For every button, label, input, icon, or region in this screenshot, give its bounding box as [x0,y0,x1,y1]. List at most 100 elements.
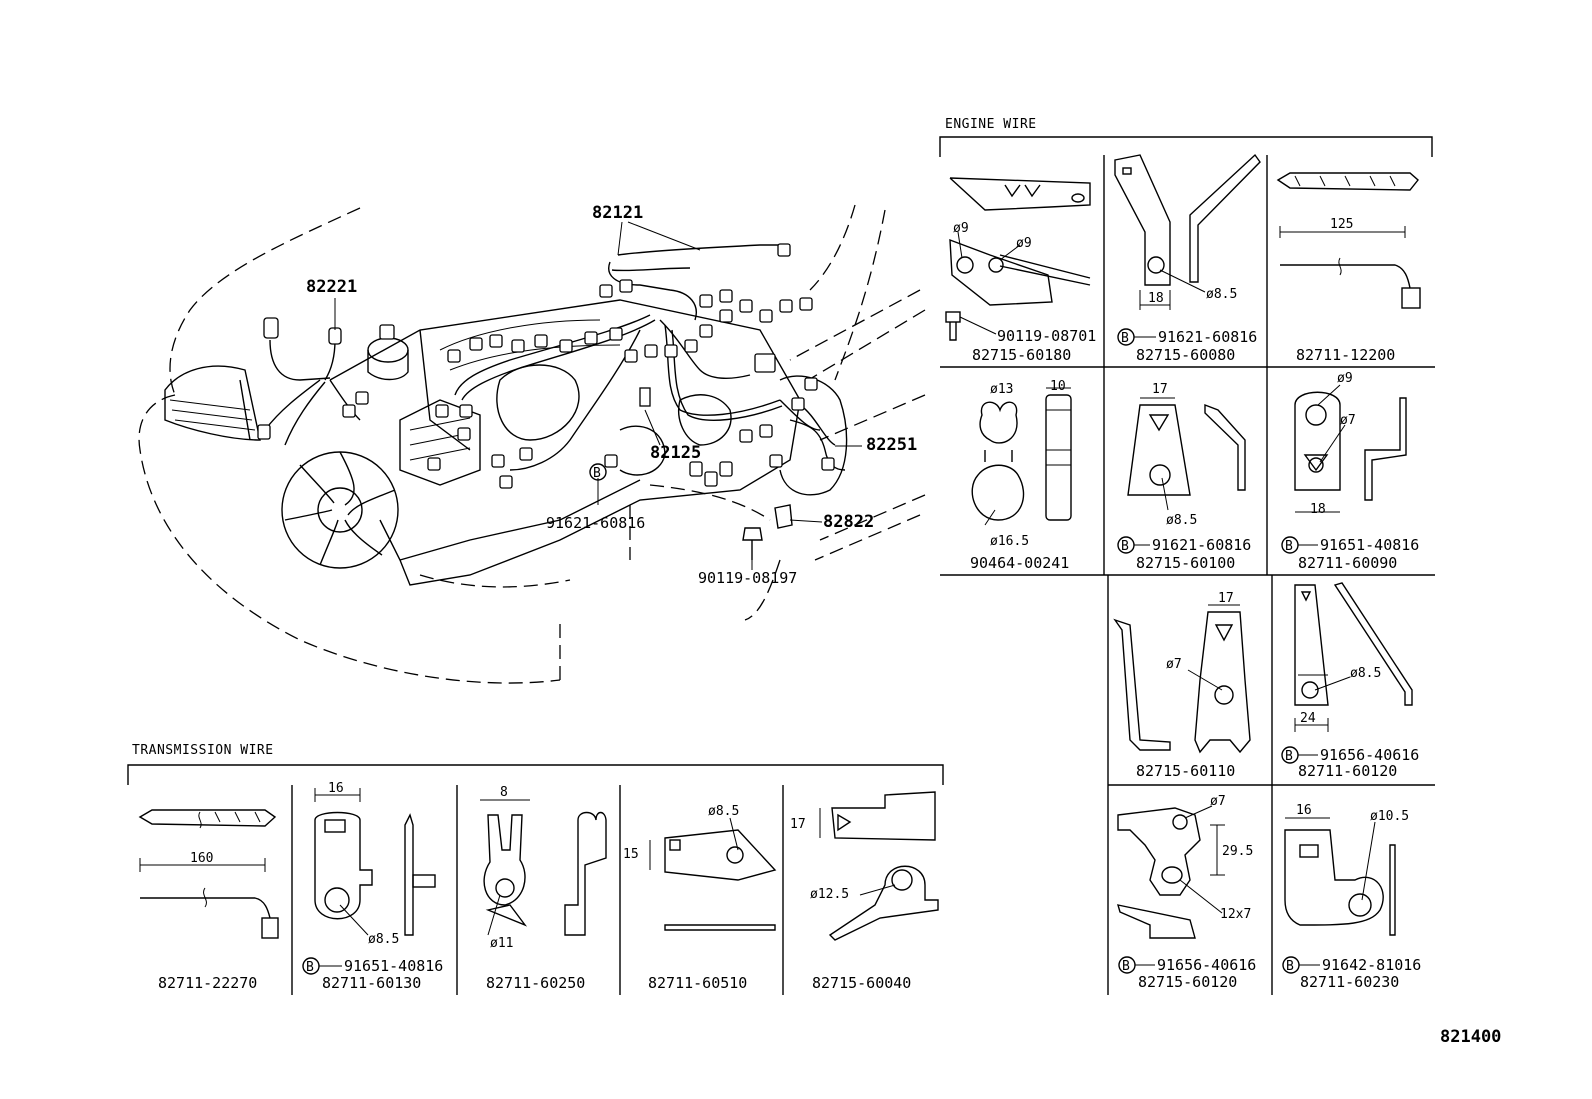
fan-icon [281,451,399,569]
svg-text:ø8.5: ø8.5 [1350,666,1381,681]
svg-text:160: 160 [190,851,213,866]
bolt-symbol-icon: B [589,463,607,481]
svg-text:82711-22270: 82711-22270 [158,974,257,992]
callout-91621-60816: 91621-60816 [546,514,645,532]
svg-text:125: 125 [1330,217,1353,232]
svg-text:17: 17 [1218,591,1234,606]
svg-text:91621-60816: 91621-60816 [1158,328,1257,346]
bolt-symbol-icon: B [1118,956,1155,974]
svg-text:91621-60816: 91621-60816 [1152,536,1251,554]
svg-text:24: 24 [1300,711,1316,726]
svg-text:ø11: ø11 [490,936,513,951]
svg-text:ø9: ø9 [1337,371,1353,386]
trans-cell-t1: 160 82711-22270 [138,809,279,992]
transmission-wire-title: TRANSMISSION WIRE [132,743,274,758]
trans-cell-t4: 15 ø8.5 82711-60510 [623,804,777,992]
engine-cell-r1c1: ø9 ø9 90119-08701 82715-60180 [945,177,1096,364]
engine-wire-panel: ENGINE WIRE [939,117,1435,995]
svg-text:18: 18 [1148,291,1164,306]
svg-text:82715-60180: 82715-60180 [972,346,1071,364]
svg-text:B: B [593,466,601,481]
svg-text:ø7: ø7 [1210,794,1226,809]
svg-text:ø12.5: ø12.5 [810,887,849,902]
bolt-symbol-icon: B [1117,328,1156,346]
svg-text:82711-60130: 82711-60130 [322,974,421,992]
svg-text:12x7: 12x7 [1220,907,1251,922]
svg-text:ø13: ø13 [990,382,1013,397]
svg-text:B: B [306,960,314,975]
svg-text:ø8.5: ø8.5 [1206,287,1237,302]
callout-90119-08197: 90119-08197 [698,569,797,587]
svg-text:91651-40816: 91651-40816 [344,957,443,975]
svg-text:ø9: ø9 [1016,236,1032,251]
engine-cell-r3c2: 17 ø7 82715-60110 [1113,591,1251,780]
svg-text:ø16.5: ø16.5 [990,534,1029,549]
bolt-symbol-icon: B [1117,536,1150,554]
svg-text:15: 15 [623,847,639,862]
svg-text:82715-60120: 82715-60120 [1138,973,1237,991]
svg-text:91642-81016: 91642-81016 [1322,956,1421,974]
engine-cell-r4c2: 29.5 ø7 12x7 B 91656-40616 82715-60120 [1117,794,1256,991]
engine-illustration [138,204,926,684]
engine-cell-r3c3: ø8.5 24 B 91656-40616 82711-60120 [1281,582,1419,780]
svg-text:17: 17 [790,817,806,832]
engine-cell-r4c3: 16 ø10.5 B 91642-81016 82711-60230 [1282,803,1421,991]
svg-text:90119-08701: 90119-08701 [997,327,1096,345]
svg-text:B: B [1285,539,1293,554]
svg-text:82715-60110: 82715-60110 [1136,762,1235,780]
trans-cell-t3: 8 ø11 82711-60250 [480,785,607,992]
trans-cell-t2: 16 ø8.5 B 91651-40816 82711-60130 [302,781,443,992]
svg-text:ø8.5: ø8.5 [368,932,399,947]
svg-text:82711-60230: 82711-60230 [1300,973,1399,991]
transmission-wire-panel: TRANSMISSION WIRE [127,743,944,995]
callout-82221: 82221 [306,277,357,297]
engine-cell-r1c2: 18 ø8.5 B 91621-60816 82715-60080 [1114,153,1261,364]
svg-text:B: B [1286,959,1294,974]
bolt-symbol-icon: B [1281,746,1318,764]
svg-text:ø10.5: ø10.5 [1370,809,1409,824]
svg-text:B: B [1285,749,1293,764]
svg-text:82711-60120: 82711-60120 [1298,762,1397,780]
svg-text:17: 17 [1152,382,1168,397]
engine-cell-r2c1: 10 ø13 ø16.5 90464-00241 [970,379,1072,572]
svg-text:18: 18 [1310,502,1326,517]
svg-text:16: 16 [1296,803,1312,818]
svg-text:82715-60080: 82715-60080 [1136,346,1235,364]
callout-82251: 82251 [866,435,917,455]
bolt-symbol-icon: B [1282,956,1320,974]
trans-cell-t5: 17 ø12.5 82715-60040 [790,791,939,992]
svg-text:ø7: ø7 [1166,657,1182,672]
svg-text:29.5: 29.5 [1222,844,1253,859]
svg-text:ø8.5: ø8.5 [708,804,739,819]
svg-text:90464-00241: 90464-00241 [970,554,1069,572]
svg-text:82715-60100: 82715-60100 [1136,554,1235,572]
bolt-symbol-icon: B [302,957,342,975]
main-leader-lines [334,221,862,570]
engine-cell-r2c2: 17 ø8.5 B 91621-60816 82715-60100 [1117,382,1251,572]
svg-text:82711-60510: 82711-60510 [648,974,747,992]
svg-text:10: 10 [1050,379,1066,394]
svg-text:91651-40816: 91651-40816 [1320,536,1419,554]
svg-text:8: 8 [500,785,508,800]
svg-text:B: B [1121,539,1129,554]
callout-82125: 82125 [650,443,701,463]
engine-wire-title: ENGINE WIRE [945,117,1037,132]
svg-text:ø7: ø7 [1340,413,1356,428]
engine-cell-r1c3: 125 82711-12200 [1276,172,1421,364]
diagram-number: 821400 [1440,1027,1501,1047]
svg-text:ø9: ø9 [953,221,969,236]
svg-text:16: 16 [328,781,344,796]
svg-text:82711-60090: 82711-60090 [1298,554,1397,572]
bolt-icon [945,311,997,341]
bolt-symbol-icon: B [1281,536,1318,554]
svg-text:B: B [1122,959,1130,974]
callout-82822: 82822 [823,512,874,532]
svg-text:B: B [1121,331,1129,346]
callout-82121: 82121 [592,203,643,223]
svg-text:91656-40616: 91656-40616 [1157,956,1256,974]
engine-cell-r2c3: ø9 ø7 18 B 91651-40816 82711-60090 [1281,371,1419,572]
svg-text:82715-60040: 82715-60040 [812,974,911,992]
svg-text:91656-40616: 91656-40616 [1320,746,1419,764]
svg-text:82711-60250: 82711-60250 [486,974,585,992]
